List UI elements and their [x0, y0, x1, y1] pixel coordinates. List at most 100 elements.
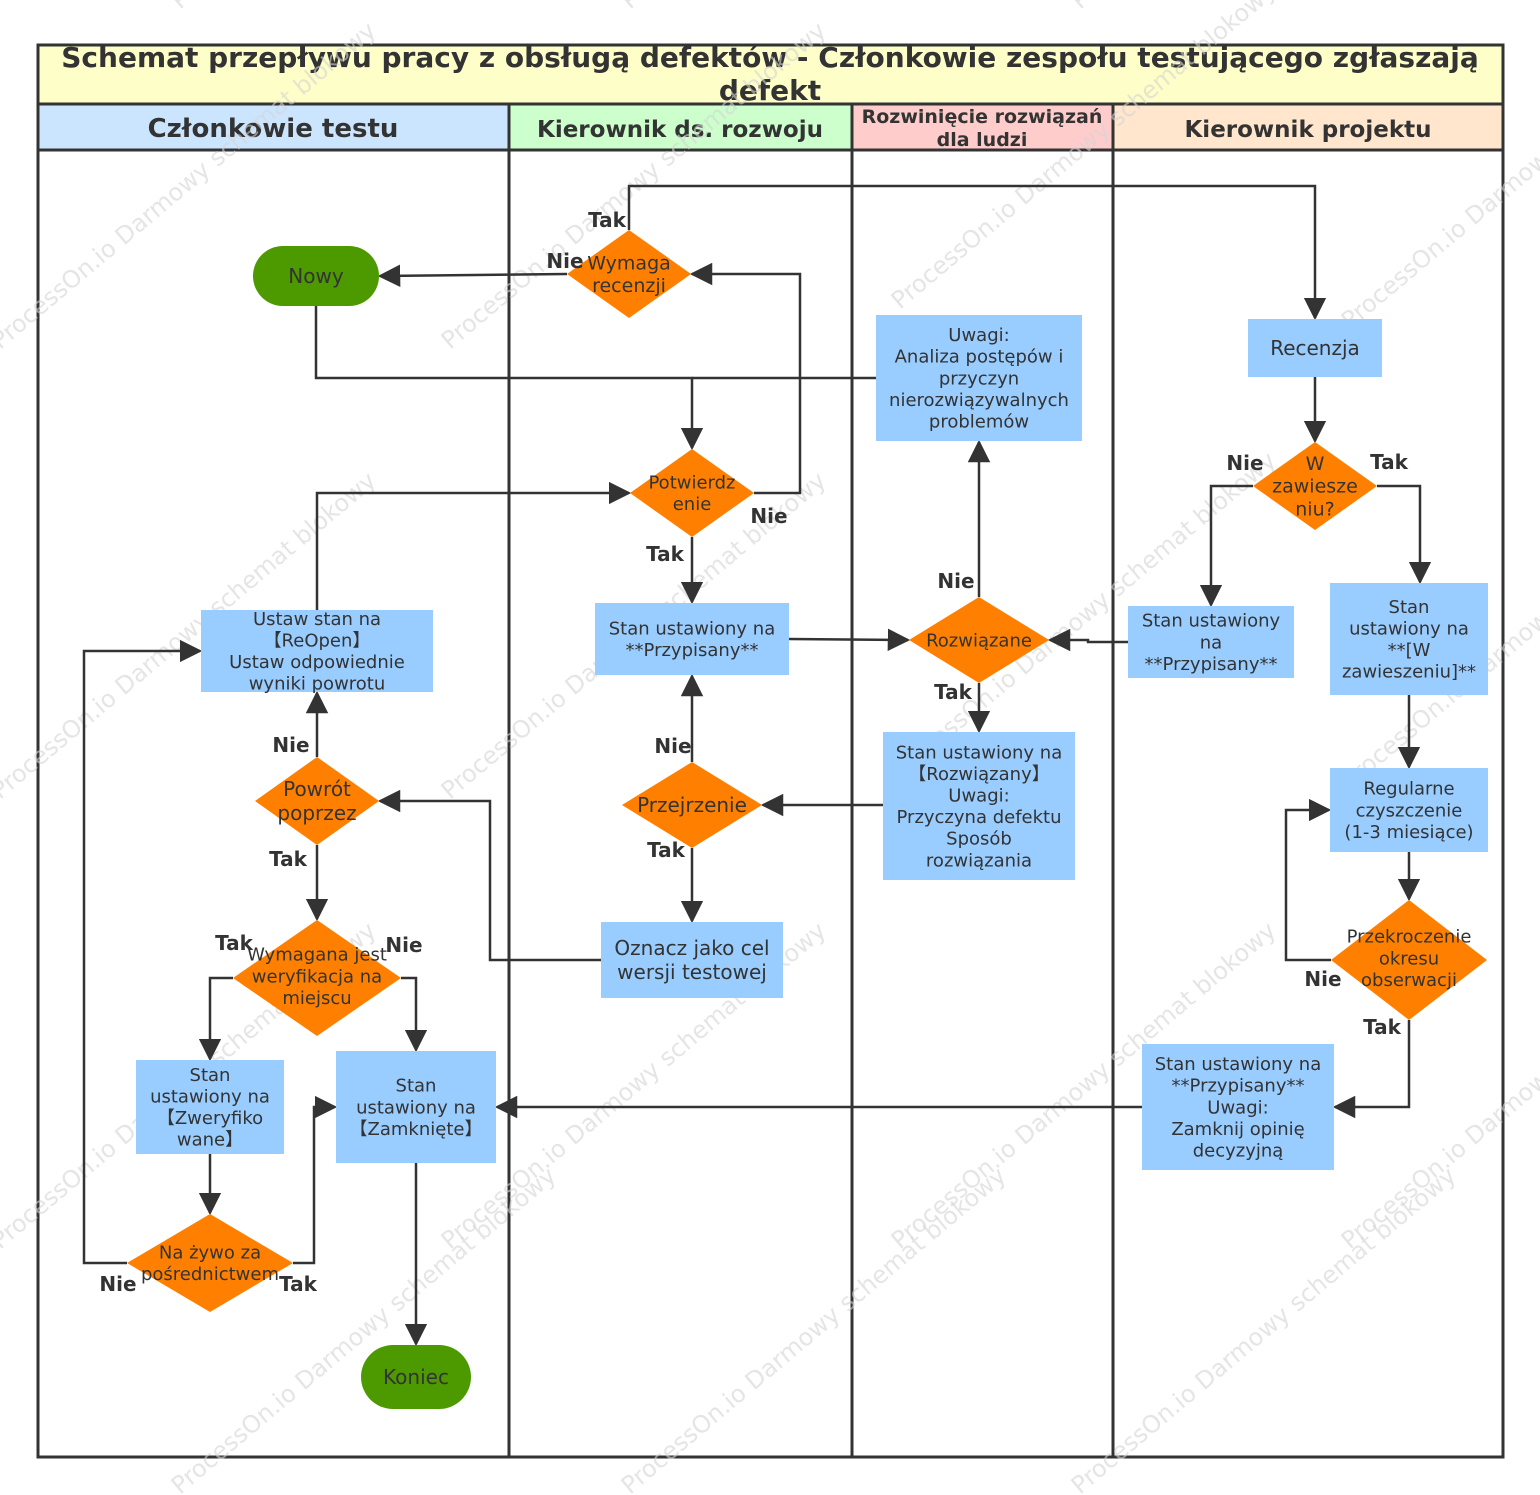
diagram-title-line1: Schemat przepływu pracy z obsługą defekt…	[61, 41, 1479, 74]
node-text: Rozwiązane	[926, 630, 1032, 651]
edge-label: Tak	[588, 208, 627, 232]
node-text: rozwiązania	[926, 850, 1032, 871]
connector	[788, 628, 911, 652]
node-zamknij-opinie[interactable]: Stan ustawiony na**Przypisany**Uwagi:Zam…	[1142, 1044, 1334, 1170]
connector	[377, 264, 568, 288]
node-text: **Przypisany**	[1145, 654, 1278, 675]
connector	[198, 976, 233, 1062]
node-rozwiazany[interactable]: Stan ustawiony na【Rozwiązany】Uwagi:Przyc…	[883, 732, 1075, 880]
edge-label: Nie	[750, 504, 787, 528]
edge-label: Nie	[385, 933, 422, 957]
node-reopen[interactable]: Ustaw stan na【ReOpen】Ustaw odpowiedniewy…	[201, 609, 433, 695]
node-text: Koniec	[383, 1365, 449, 1389]
node-text: Stan	[396, 1076, 437, 1097]
node-koniec[interactable]: Koniec	[361, 1345, 471, 1409]
node-text: problemów	[929, 412, 1029, 433]
watermark-text: ProcessOn.io Darmowy schemat blokowy	[1066, 1161, 1462, 1495]
node-text: Przejrzenie	[637, 793, 747, 817]
node-text: 【Zweryfiko	[157, 1108, 263, 1129]
node-text: poprzez	[277, 801, 356, 825]
connector	[689, 262, 802, 495]
node-text: pośrednictwem	[141, 1264, 279, 1285]
connector	[377, 789, 601, 962]
node-uwagi-analiza[interactable]: Uwagi:Analiza postępów iprzyczynnierozwi…	[876, 315, 1082, 441]
watermark-text: ProcessOn.io Darmowy schemat blokowy	[616, 0, 1012, 15]
node-text: enie	[673, 494, 712, 515]
node-text: Powrót	[283, 777, 351, 801]
edge-label: Tak	[646, 542, 685, 566]
edge-label: Tak	[269, 847, 308, 871]
title-bar	[36, 43, 1505, 106]
node-text: ustawiony na	[356, 1097, 476, 1118]
node-rozwiazane[interactable]: Rozwiązane	[909, 597, 1049, 683]
watermark-text: ProcessOn.io Darmowy schemat blokowy	[166, 1161, 562, 1495]
edge-label: Nie	[272, 733, 309, 757]
node-text: Analiza postępów i	[895, 347, 1064, 368]
node-przypisany-dev[interactable]: Stan ustawiony na**Przypisany**	[595, 603, 789, 675]
node-text: przyczyn	[939, 368, 1019, 389]
node-text: Uwagi:	[1207, 1097, 1268, 1118]
edge-label: Tak	[934, 680, 973, 704]
node-nowy[interactable]: Nowy	[253, 246, 379, 306]
connector	[1047, 628, 1128, 652]
node-text: zawieszeniu]**	[1342, 662, 1476, 683]
edge-label: Nie	[546, 249, 583, 273]
edge-label: Nie	[1304, 967, 1341, 991]
connector	[627, 184, 1327, 321]
node-text: Potwierdz	[648, 473, 735, 494]
edge-label: Tak	[1370, 450, 1409, 474]
node-text: Uwagi:	[948, 325, 1009, 346]
connector	[82, 639, 203, 1265]
node-text: miejscu	[282, 988, 351, 1009]
node-text: Przekroczenie	[1347, 927, 1472, 948]
node-text: Wymaga	[587, 252, 671, 274]
node-text: Nowy	[288, 264, 344, 288]
swimlane-frame: Schemat przepływu pracy z obsługą defekt…	[36, 41, 1505, 1459]
node-recenzja[interactable]: Recenzja	[1248, 319, 1382, 377]
node-text: Wymagana jest	[247, 945, 387, 966]
edge-label: Tak	[1363, 1015, 1402, 1039]
node-text: Stan	[1389, 597, 1430, 618]
node-text: wane】	[177, 1130, 243, 1151]
node-text: ustawiony na	[1349, 619, 1469, 640]
lane-label-lane4: Kierownik projektu	[1184, 117, 1431, 143]
edge-label: Tak	[215, 931, 254, 955]
lane-label-lane1: Członkowie testu	[148, 114, 399, 144]
node-text: Przyczyna defektu	[897, 807, 1062, 828]
connector	[1199, 484, 1253, 608]
node-text: wersji testowej	[617, 960, 767, 984]
node-text: okresu	[1379, 948, 1439, 969]
lane-header-lane4	[1111, 102, 1505, 152]
edge-label: Nie	[937, 569, 974, 593]
node-text: Regularne	[1363, 779, 1454, 800]
node-text: czyszczenie	[1356, 800, 1463, 821]
connector-layer	[82, 184, 1432, 1347]
connector	[293, 1095, 338, 1265]
connector	[1284, 798, 1332, 962]
node-text: na	[1200, 632, 1222, 653]
node-text: Stan ustawiony na	[896, 742, 1062, 763]
node-text: Stan ustawiony	[1142, 611, 1281, 632]
node-text: Zamknij opinię	[1171, 1119, 1304, 1140]
node-przejrzenie[interactable]: Przejrzenie	[622, 762, 762, 848]
connector	[315, 481, 632, 610]
edge-label: Tak	[647, 838, 686, 862]
node-text: niu?	[1295, 498, 1334, 520]
connector	[401, 976, 428, 1053]
